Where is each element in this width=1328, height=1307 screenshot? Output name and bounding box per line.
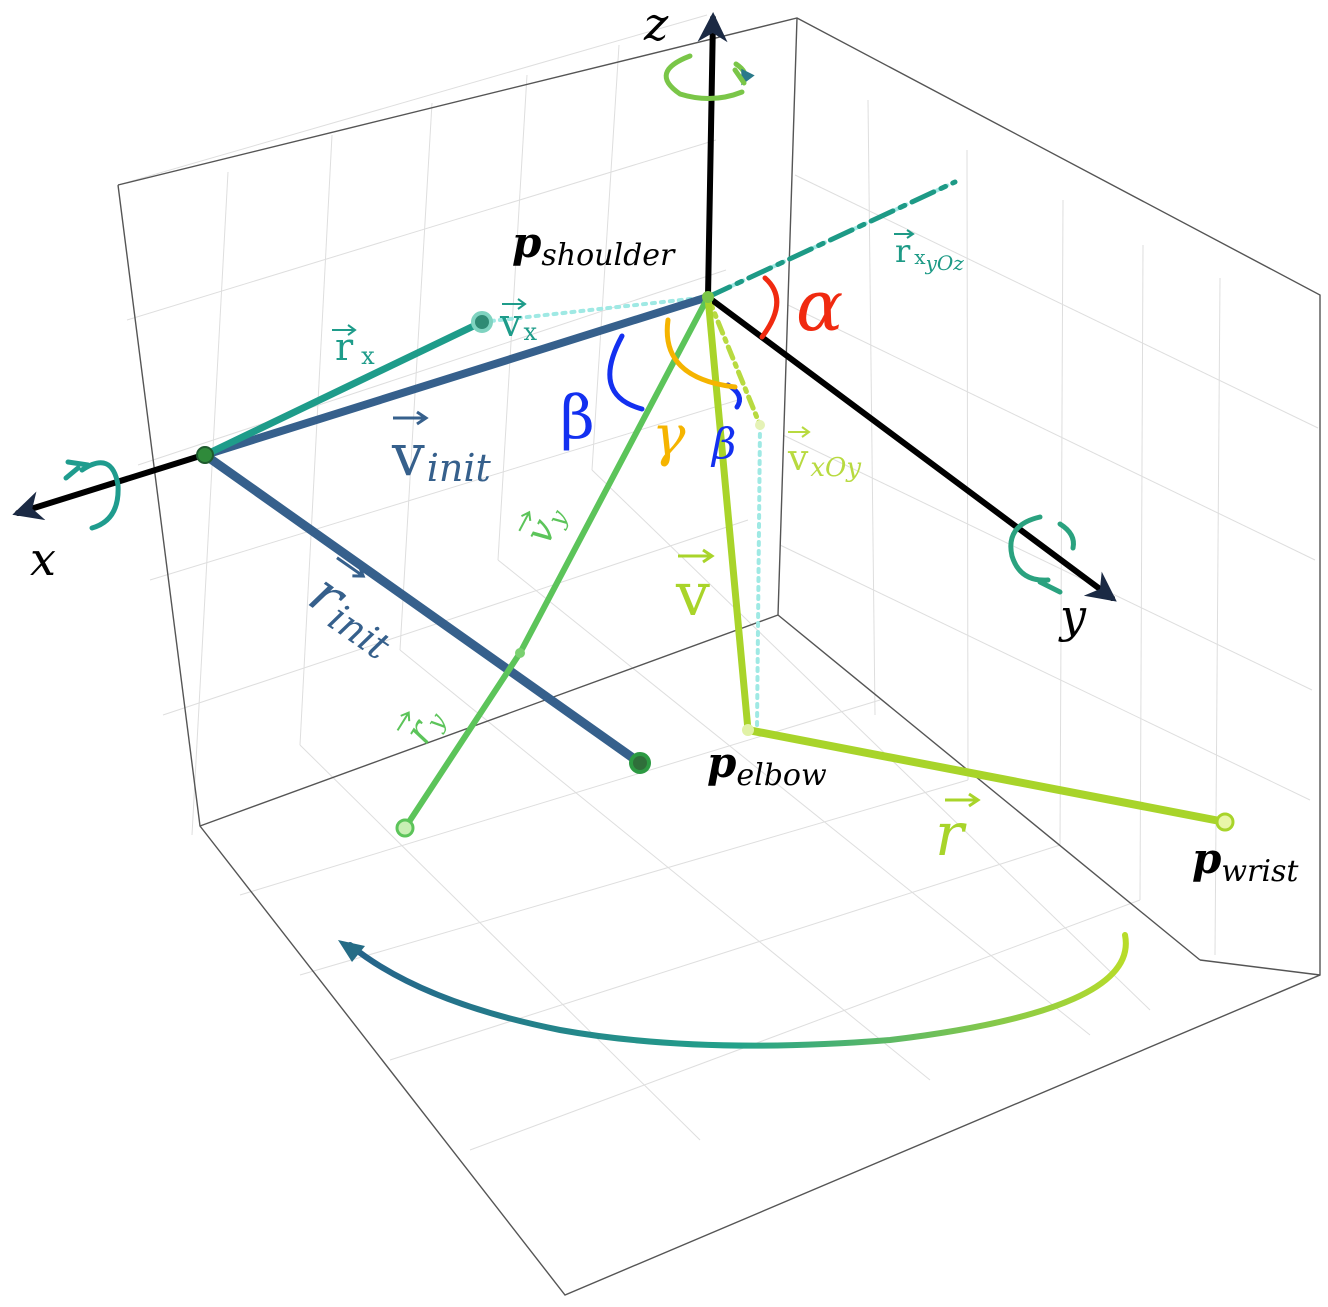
svg-text:vx: vx	[499, 301, 537, 346]
svg-text:vxOy: vxOy	[787, 438, 861, 483]
label-v-x: vx	[499, 298, 537, 346]
elbow-label: pelbow	[707, 738, 827, 793]
vector-r	[744, 726, 1229, 826]
wrist-point	[1215, 812, 1235, 832]
wrist-label: pwrist	[1192, 834, 1299, 889]
beta2-label: β	[710, 419, 736, 468]
sweep-arrow-icon	[338, 940, 365, 962]
angle-alpha-arc	[759, 275, 780, 340]
svg-text:v: v	[675, 560, 710, 630]
vector-r-init	[200, 450, 645, 768]
angle-beta-arc	[607, 333, 645, 412]
z-axis	[697, 12, 728, 300]
y-axis-label: y	[1058, 589, 1087, 643]
label-v-y: vy	[516, 497, 573, 551]
svg-text:ry: ry	[396, 699, 452, 752]
v-xoy-end-point	[755, 420, 765, 430]
r-init-end-point	[629, 752, 651, 774]
label-r: r	[935, 792, 981, 870]
vector-r-x	[201, 318, 486, 459]
vector-r-xyoz-dash	[705, 179, 958, 300]
angle-gamma-arc	[664, 317, 738, 390]
axes	[12, 12, 1117, 602]
grid-lines	[117, 14, 1319, 1151]
alpha-label: α	[796, 265, 843, 347]
label-v-init: vinit	[391, 410, 492, 490]
y-axis	[705, 294, 1117, 602]
rotation-sweep-arc	[347, 932, 1129, 1049]
x-axis-label: x	[30, 532, 56, 586]
rotation-x-icon	[63, 459, 121, 531]
rotation-z-icon	[663, 53, 755, 102]
label-r-init: rinit	[297, 556, 399, 669]
rotation-y-icon	[1008, 514, 1076, 595]
v-y-end-point	[515, 648, 525, 658]
svg-text:rx: rx	[335, 325, 375, 370]
label-v-xoy: vxOy	[787, 426, 861, 483]
gamma-label: γ	[652, 404, 686, 469]
svg-text:vy: vy	[516, 497, 573, 551]
origin-x-point	[196, 446, 214, 464]
vector-v-init	[201, 293, 712, 459]
z-axis-label: z	[643, 0, 669, 51]
vector-v-y	[517, 294, 711, 656]
r-y-end-point	[395, 818, 415, 838]
label-r-y: ry	[396, 699, 452, 752]
beta-label: β	[560, 383, 595, 453]
vector-r-y	[402, 650, 523, 831]
shoulder-point	[702, 291, 714, 303]
label-v: v	[675, 548, 715, 630]
point-markers	[196, 291, 1235, 838]
bounding-box	[117, 17, 1321, 1296]
vector-v	[704, 293, 752, 734]
svg-text:r: r	[935, 800, 967, 870]
shoulder-label: pshoulder	[512, 218, 676, 273]
svg-text:vinit: vinit	[391, 421, 492, 490]
vector-v-xoy-dash	[705, 294, 763, 428]
elbow-point	[742, 724, 754, 736]
r-x-end-point	[471, 311, 493, 333]
